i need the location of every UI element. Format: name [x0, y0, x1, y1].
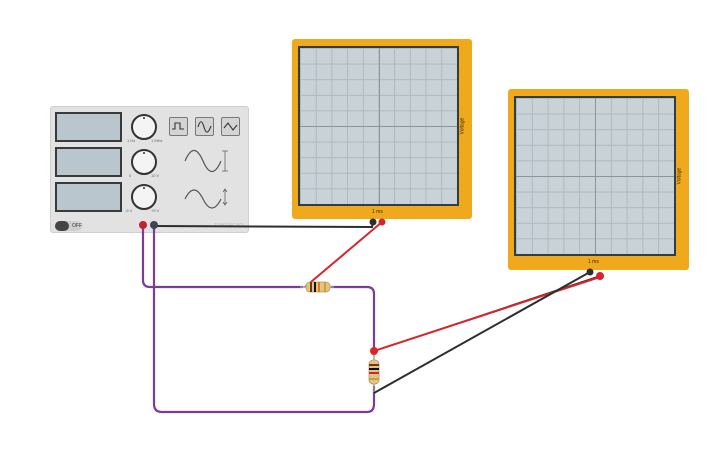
frequency-knob[interactable]	[131, 114, 157, 140]
oscilloscope-2-horizontal-axis	[516, 176, 674, 177]
triangle-wave-button[interactable]	[221, 117, 240, 136]
frequency-max-label: 1 MHz	[151, 138, 163, 143]
triangle-wave-icon	[223, 122, 238, 131]
oscilloscope-1-positive-terminal[interactable]	[378, 218, 386, 226]
generator-negative-terminal[interactable]	[150, 221, 158, 229]
oscilloscope-2-time-label: 1 ms	[588, 259, 599, 265]
purple-wire-2[interactable]	[331, 285, 376, 351]
offset-knob[interactable]	[131, 184, 157, 210]
purple-wire-3[interactable]	[152, 226, 376, 414]
amplitude-wave-graphic	[184, 149, 228, 173]
offset-display	[55, 182, 122, 212]
oscilloscope-2-negative-terminal[interactable]	[586, 268, 594, 276]
square-wave-icon	[172, 122, 184, 130]
purple-wire-1[interactable]	[141, 226, 303, 289]
power-switch[interactable]: OFF	[55, 221, 82, 231]
oscilloscope-1-negative-terminal[interactable]	[369, 218, 377, 226]
oscilloscope-2-positive-terminal[interactable]	[596, 272, 604, 280]
red-wire-scope-2[interactable]	[373, 276, 601, 352]
generator-positive-terminal[interactable]	[139, 221, 147, 229]
amplitude-max-label: 10 V	[151, 173, 160, 178]
power-switch-label: OFF	[72, 223, 82, 229]
red-wire-scope-1[interactable]	[304, 221, 383, 288]
sine-wave-icon	[197, 121, 212, 133]
amplitude-knob[interactable]	[131, 149, 157, 175]
offset-min-label: -5 V	[125, 208, 133, 213]
frequency-min-label: 1 Hz	[127, 138, 136, 143]
oscilloscope-2-screen	[514, 96, 676, 256]
sine-wave-button[interactable]	[195, 117, 214, 136]
amplitude-min-label: 0	[129, 173, 132, 178]
amplitude-display	[55, 147, 122, 177]
oscilloscope-1-horizontal-axis	[300, 126, 457, 127]
oscilloscope-1-screen	[298, 46, 459, 206]
junction-node[interactable]	[370, 347, 378, 355]
resistor-2[interactable]	[368, 352, 380, 392]
power-switch-knob	[55, 221, 69, 231]
offset-wave-graphic	[184, 188, 228, 209]
frequency-display	[55, 112, 122, 142]
oscilloscope-1[interactable]: Voltage 1 ms	[292, 39, 472, 219]
oscilloscope-2[interactable]: Voltage 1 ms	[508, 89, 689, 270]
black-wire-scope-1[interactable]	[153, 221, 374, 229]
offset-max-label: +5 V	[151, 208, 160, 213]
square-wave-button[interactable]	[169, 117, 188, 136]
oscilloscope-1-time-label: 1 ms	[372, 209, 383, 215]
function-generator[interactable]: 1 Hz 1 MHz 0 10 V -5 V +5 V OFF TINKERCA…	[50, 106, 249, 233]
resistor-1[interactable]	[300, 281, 334, 293]
black-wire-scope-2[interactable]	[373, 271, 591, 394]
